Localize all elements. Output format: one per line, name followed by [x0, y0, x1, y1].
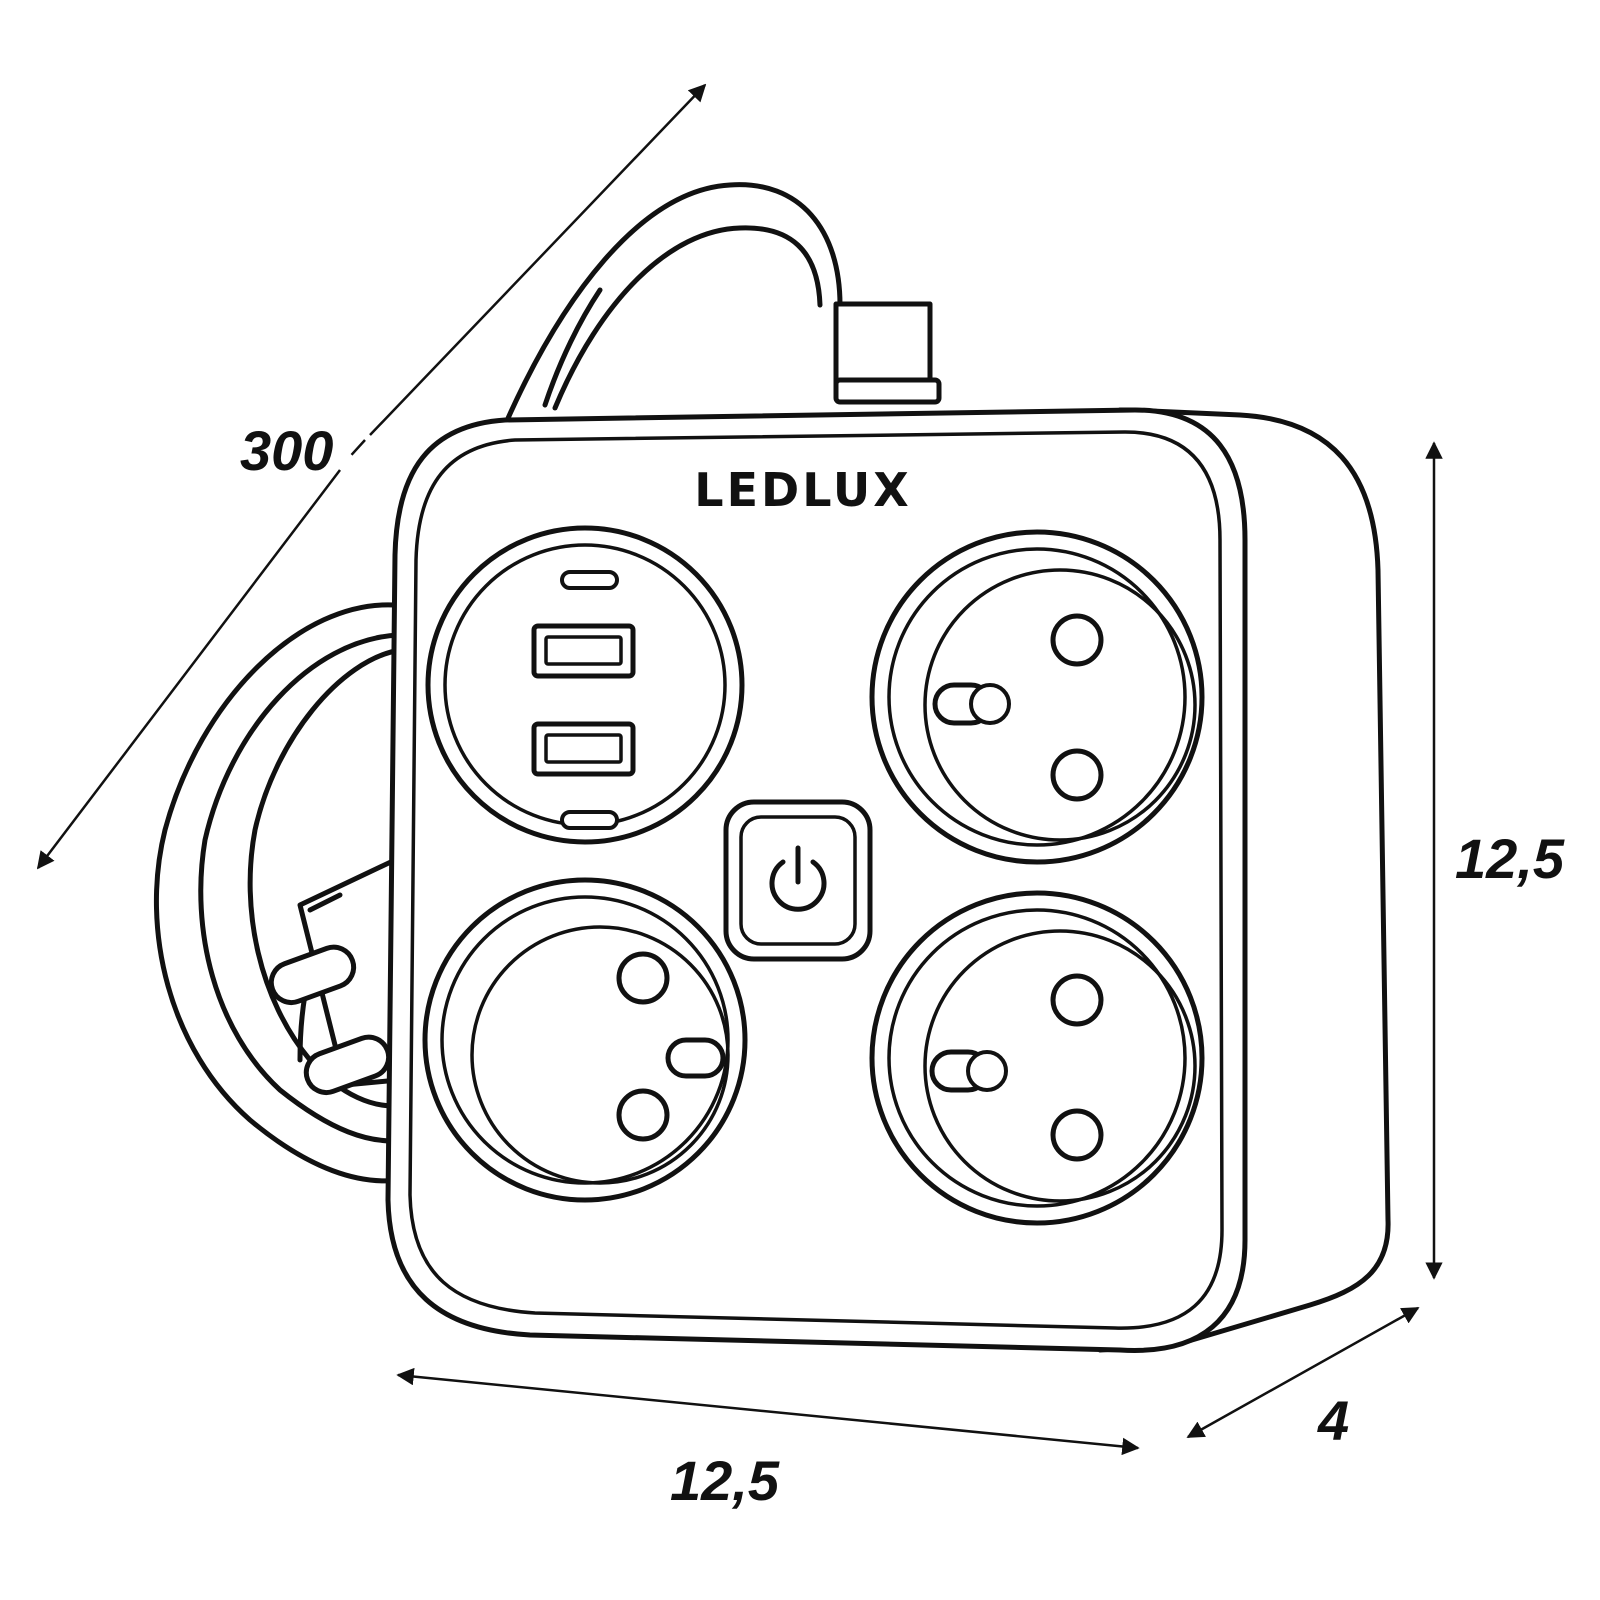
dimension-cable-length: 300 [36, 83, 707, 870]
usb-c-port-top[interactable] [560, 570, 619, 590]
brand-logo: LEDLUX [694, 463, 911, 517]
socket-hole-upper [616, 951, 670, 1005]
earth-pin [929, 1049, 1008, 1093]
socket-bottom-right[interactable] [869, 890, 1205, 1226]
plug-pin-lower [303, 1034, 392, 1096]
power-button[interactable] [723, 799, 873, 962]
cable-top [502, 182, 942, 428]
earth-pin [665, 1037, 726, 1079]
power-icon [769, 845, 827, 912]
socket-hole-lower [616, 1088, 670, 1142]
usb-a-port-upper[interactable] [531, 623, 636, 679]
dimension-height: 12,5 [1425, 441, 1565, 1280]
dimension-label-depth: 4 [1317, 1389, 1349, 1452]
socket-hole-upper [1050, 973, 1104, 1027]
dimension-depth: 4 [1186, 1306, 1420, 1452]
socket-bottom-left[interactable] [422, 877, 748, 1203]
plug [268, 857, 401, 1096]
dimension-label-cable-length: 300 [240, 419, 333, 482]
earth-pin [932, 682, 1011, 726]
plug-pin-upper [268, 944, 357, 1006]
socket-hole-lower [1050, 1108, 1104, 1162]
usb-module [425, 525, 745, 845]
dimension-label-width: 12,5 [670, 1449, 780, 1512]
dimension-label-height: 12,5 [1455, 827, 1565, 890]
socket-hole-upper [1050, 613, 1104, 667]
socket-top-right[interactable] [869, 529, 1205, 865]
socket-hole-lower [1050, 748, 1104, 802]
usb-a-port-lower[interactable] [531, 721, 636, 777]
dimension-width: 12,5 [396, 1367, 1140, 1512]
usb-c-port-bottom[interactable] [560, 810, 619, 830]
